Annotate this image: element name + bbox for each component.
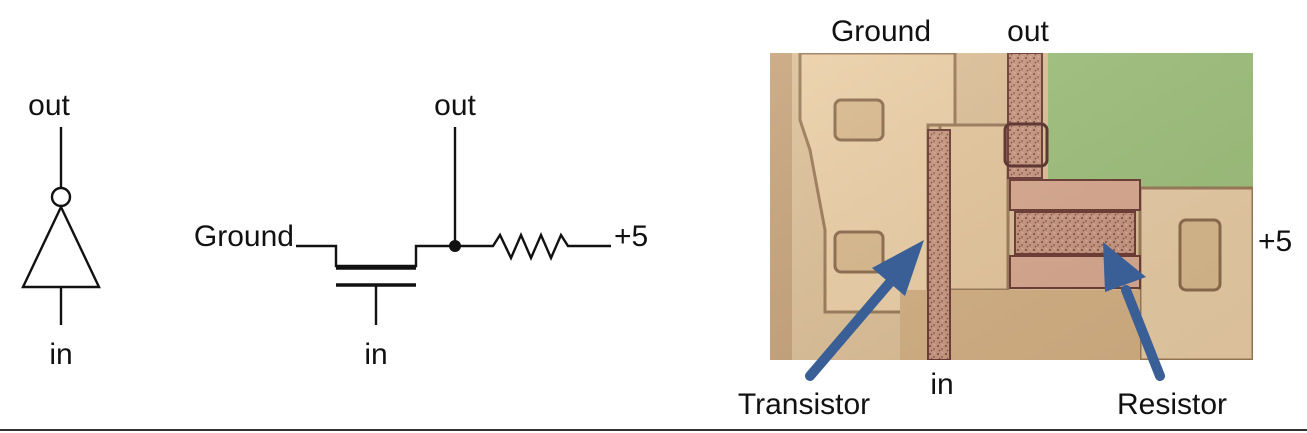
photo-input-label: in (930, 368, 953, 401)
die-photo: Ground out +5 in Transistor Resistor (738, 15, 1292, 421)
resistor (455, 231, 611, 262)
resistor-callout-label: Resistor (1117, 388, 1227, 421)
inverter-triangle (21, 204, 101, 289)
photo-out-label: out (1007, 15, 1049, 48)
transistor-callout-label: Transistor (738, 388, 870, 421)
photo-ground-label: Ground (831, 15, 931, 48)
inverter-input-label: in (49, 338, 72, 371)
schematic-output-label: out (434, 89, 476, 122)
schematic-ground-label: Ground (194, 220, 294, 253)
inverter-symbol: out in (21, 89, 101, 371)
inversion-bubble (50, 186, 72, 208)
schematic-supply-label: +5 (614, 220, 648, 253)
transistor-arrow (805, 240, 924, 381)
transistor-channel (296, 244, 455, 268)
transistor-schematic: out Ground +5 in (194, 89, 648, 371)
inverter-output-label: out (28, 89, 70, 122)
resistor-arrow (1103, 242, 1165, 381)
photo-supply-label: +5 (1258, 225, 1292, 258)
schematic-input-label: in (364, 338, 387, 371)
